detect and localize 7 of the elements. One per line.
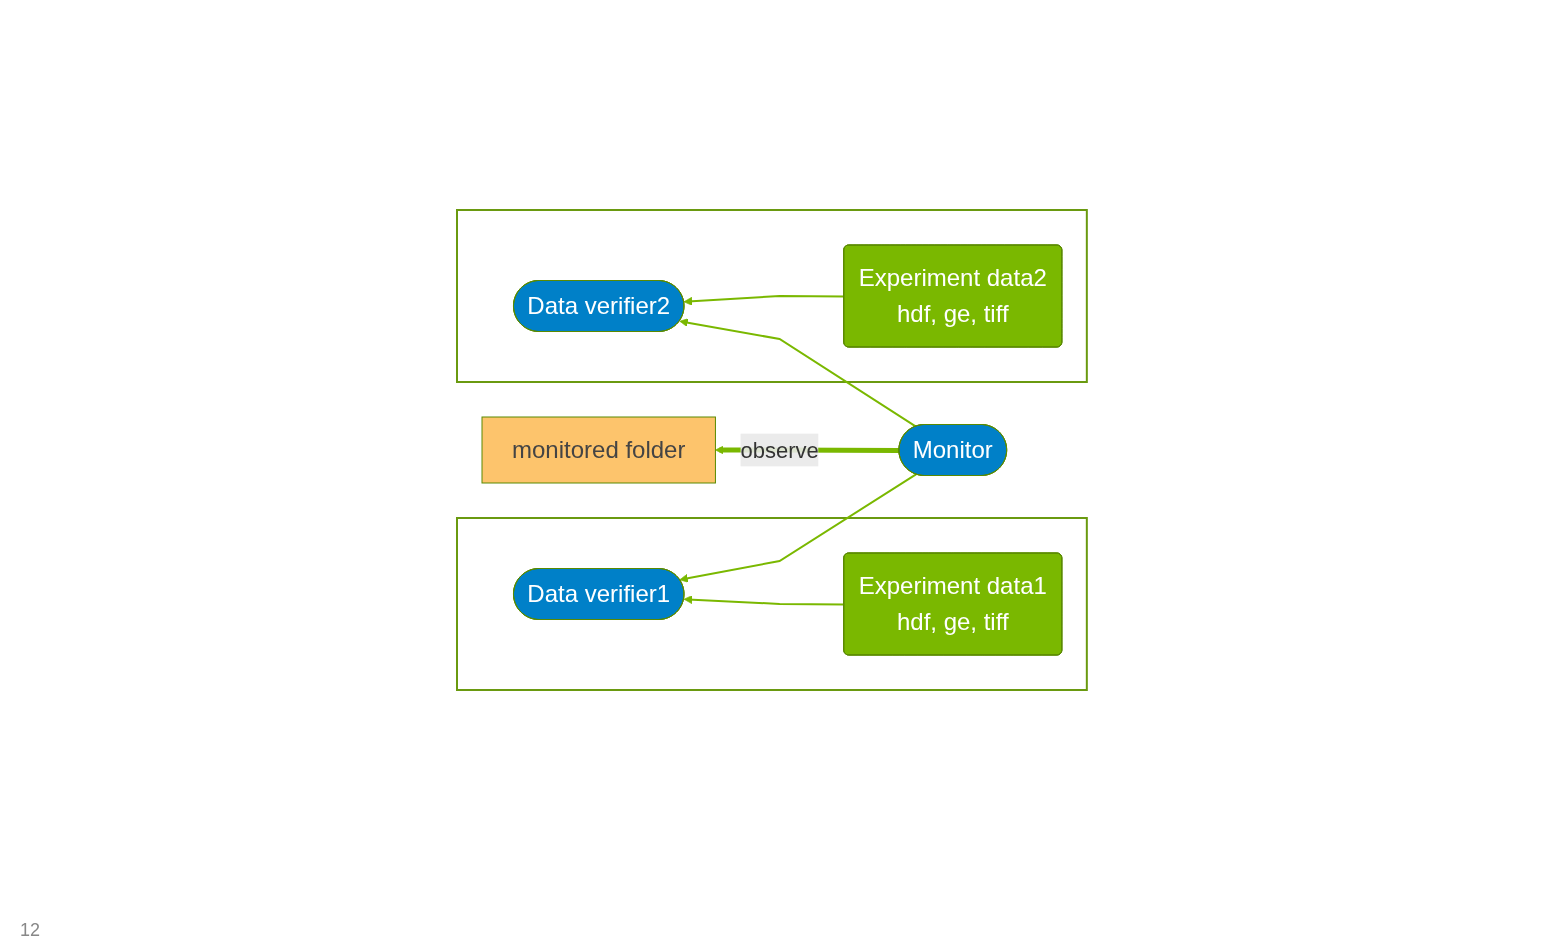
cluster (456, 517, 1088, 691)
arrow (679, 473, 918, 583)
page-number: 12 (20, 920, 41, 940)
cluster (456, 209, 1088, 383)
arrow (679, 318, 918, 428)
node-box: monitored folder (481, 416, 716, 484)
edge-label: observe (740, 437, 819, 463)
